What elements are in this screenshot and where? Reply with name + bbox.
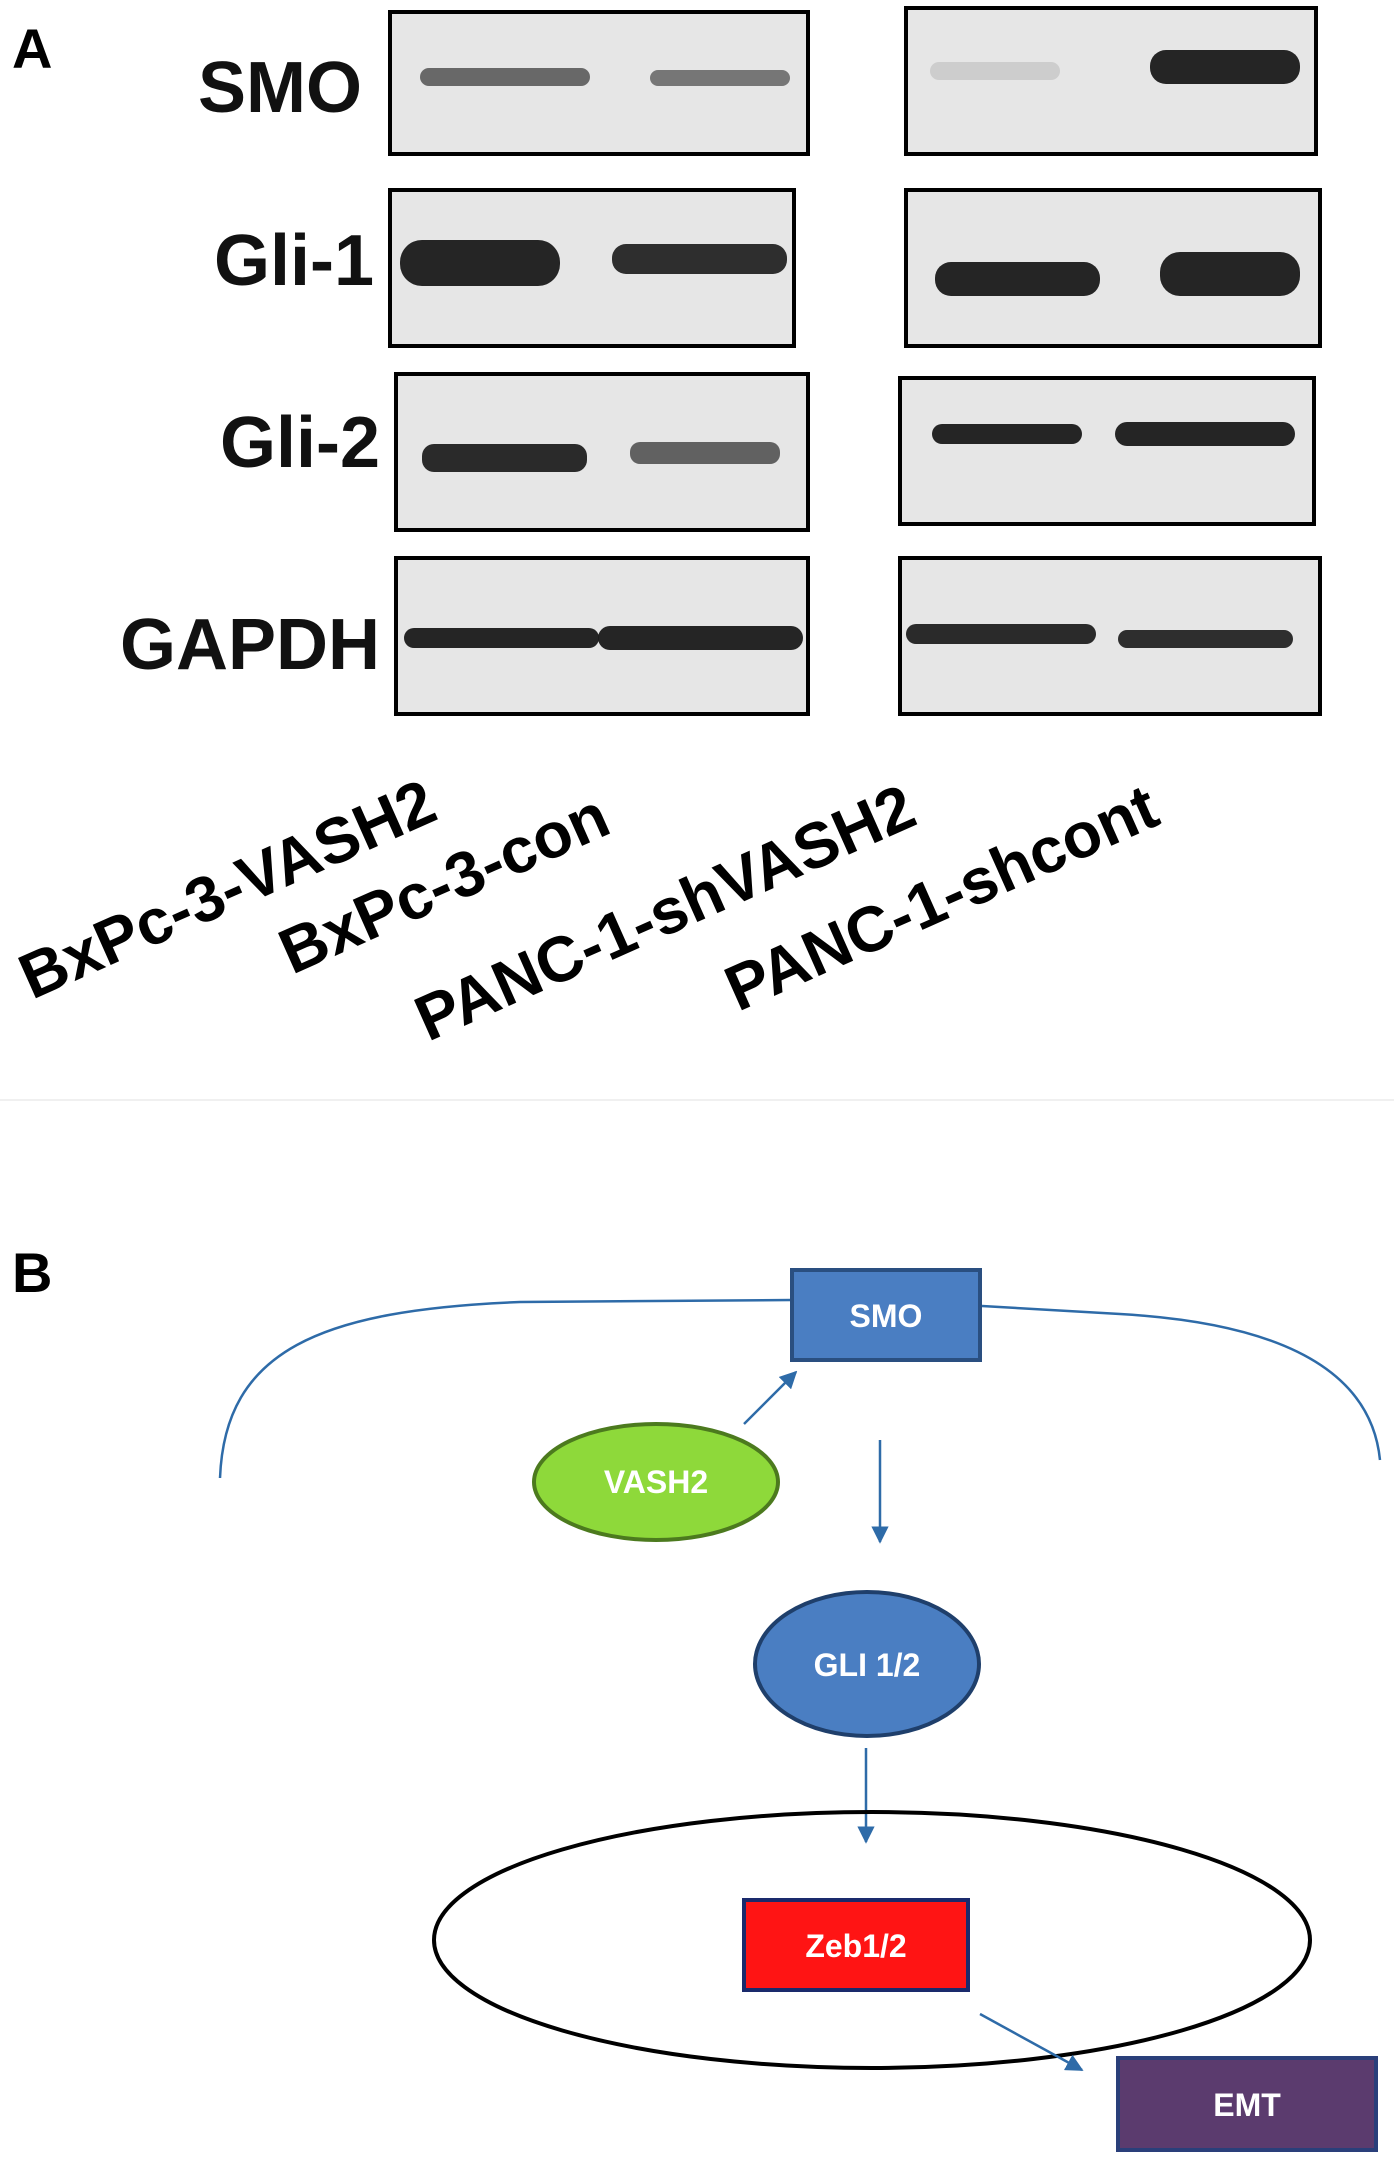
cell-membrane-right — [981, 1304, 1382, 1461]
blot-smo-panc1 — [904, 6, 1318, 156]
blot-gli1-bxpc3 — [388, 188, 796, 348]
arrow-vash2-to-smo — [743, 1370, 798, 1425]
blot-gapdh-bxpc3 — [394, 556, 810, 716]
protein-label-gapdh: GAPDH — [120, 605, 380, 685]
smo-node-label: SMO — [850, 1298, 923, 1334]
gli-node-label: GLI 1/2 — [814, 1647, 921, 1683]
emt-node: EMT — [1116, 2056, 1378, 2152]
nucleus — [432, 1810, 1312, 2070]
zeb-node: Zeb1/2 — [742, 1898, 970, 1992]
arrow-zeb-to-emt — [979, 2012, 1084, 2072]
protein-label-gli2: Gli-2 — [220, 403, 380, 483]
zeb-node-label: Zeb1/2 — [805, 1928, 906, 1964]
vash2-node-label: VASH2 — [604, 1464, 708, 1500]
vash2-node: VASH2 — [532, 1422, 780, 1542]
panel-a-label: A — [12, 17, 52, 80]
panel-b-label: B — [12, 1241, 52, 1304]
cell-membrane-left — [218, 1298, 793, 1479]
smo-node: SMO — [790, 1268, 982, 1362]
blot-gli2-bxpc3 — [394, 372, 810, 532]
blot-gli2-panc1 — [898, 376, 1316, 526]
protein-label-gli1: Gli-1 — [214, 221, 374, 301]
emt-node-label: EMT — [1213, 2087, 1281, 2123]
blot-gli1-panc1 — [904, 188, 1322, 348]
blot-smo-bxpc3 — [388, 10, 810, 156]
blot-gapdh-panc1 — [898, 556, 1322, 716]
gli-node: GLI 1/2 — [753, 1590, 981, 1738]
protein-label-smo: SMO — [198, 48, 362, 128]
